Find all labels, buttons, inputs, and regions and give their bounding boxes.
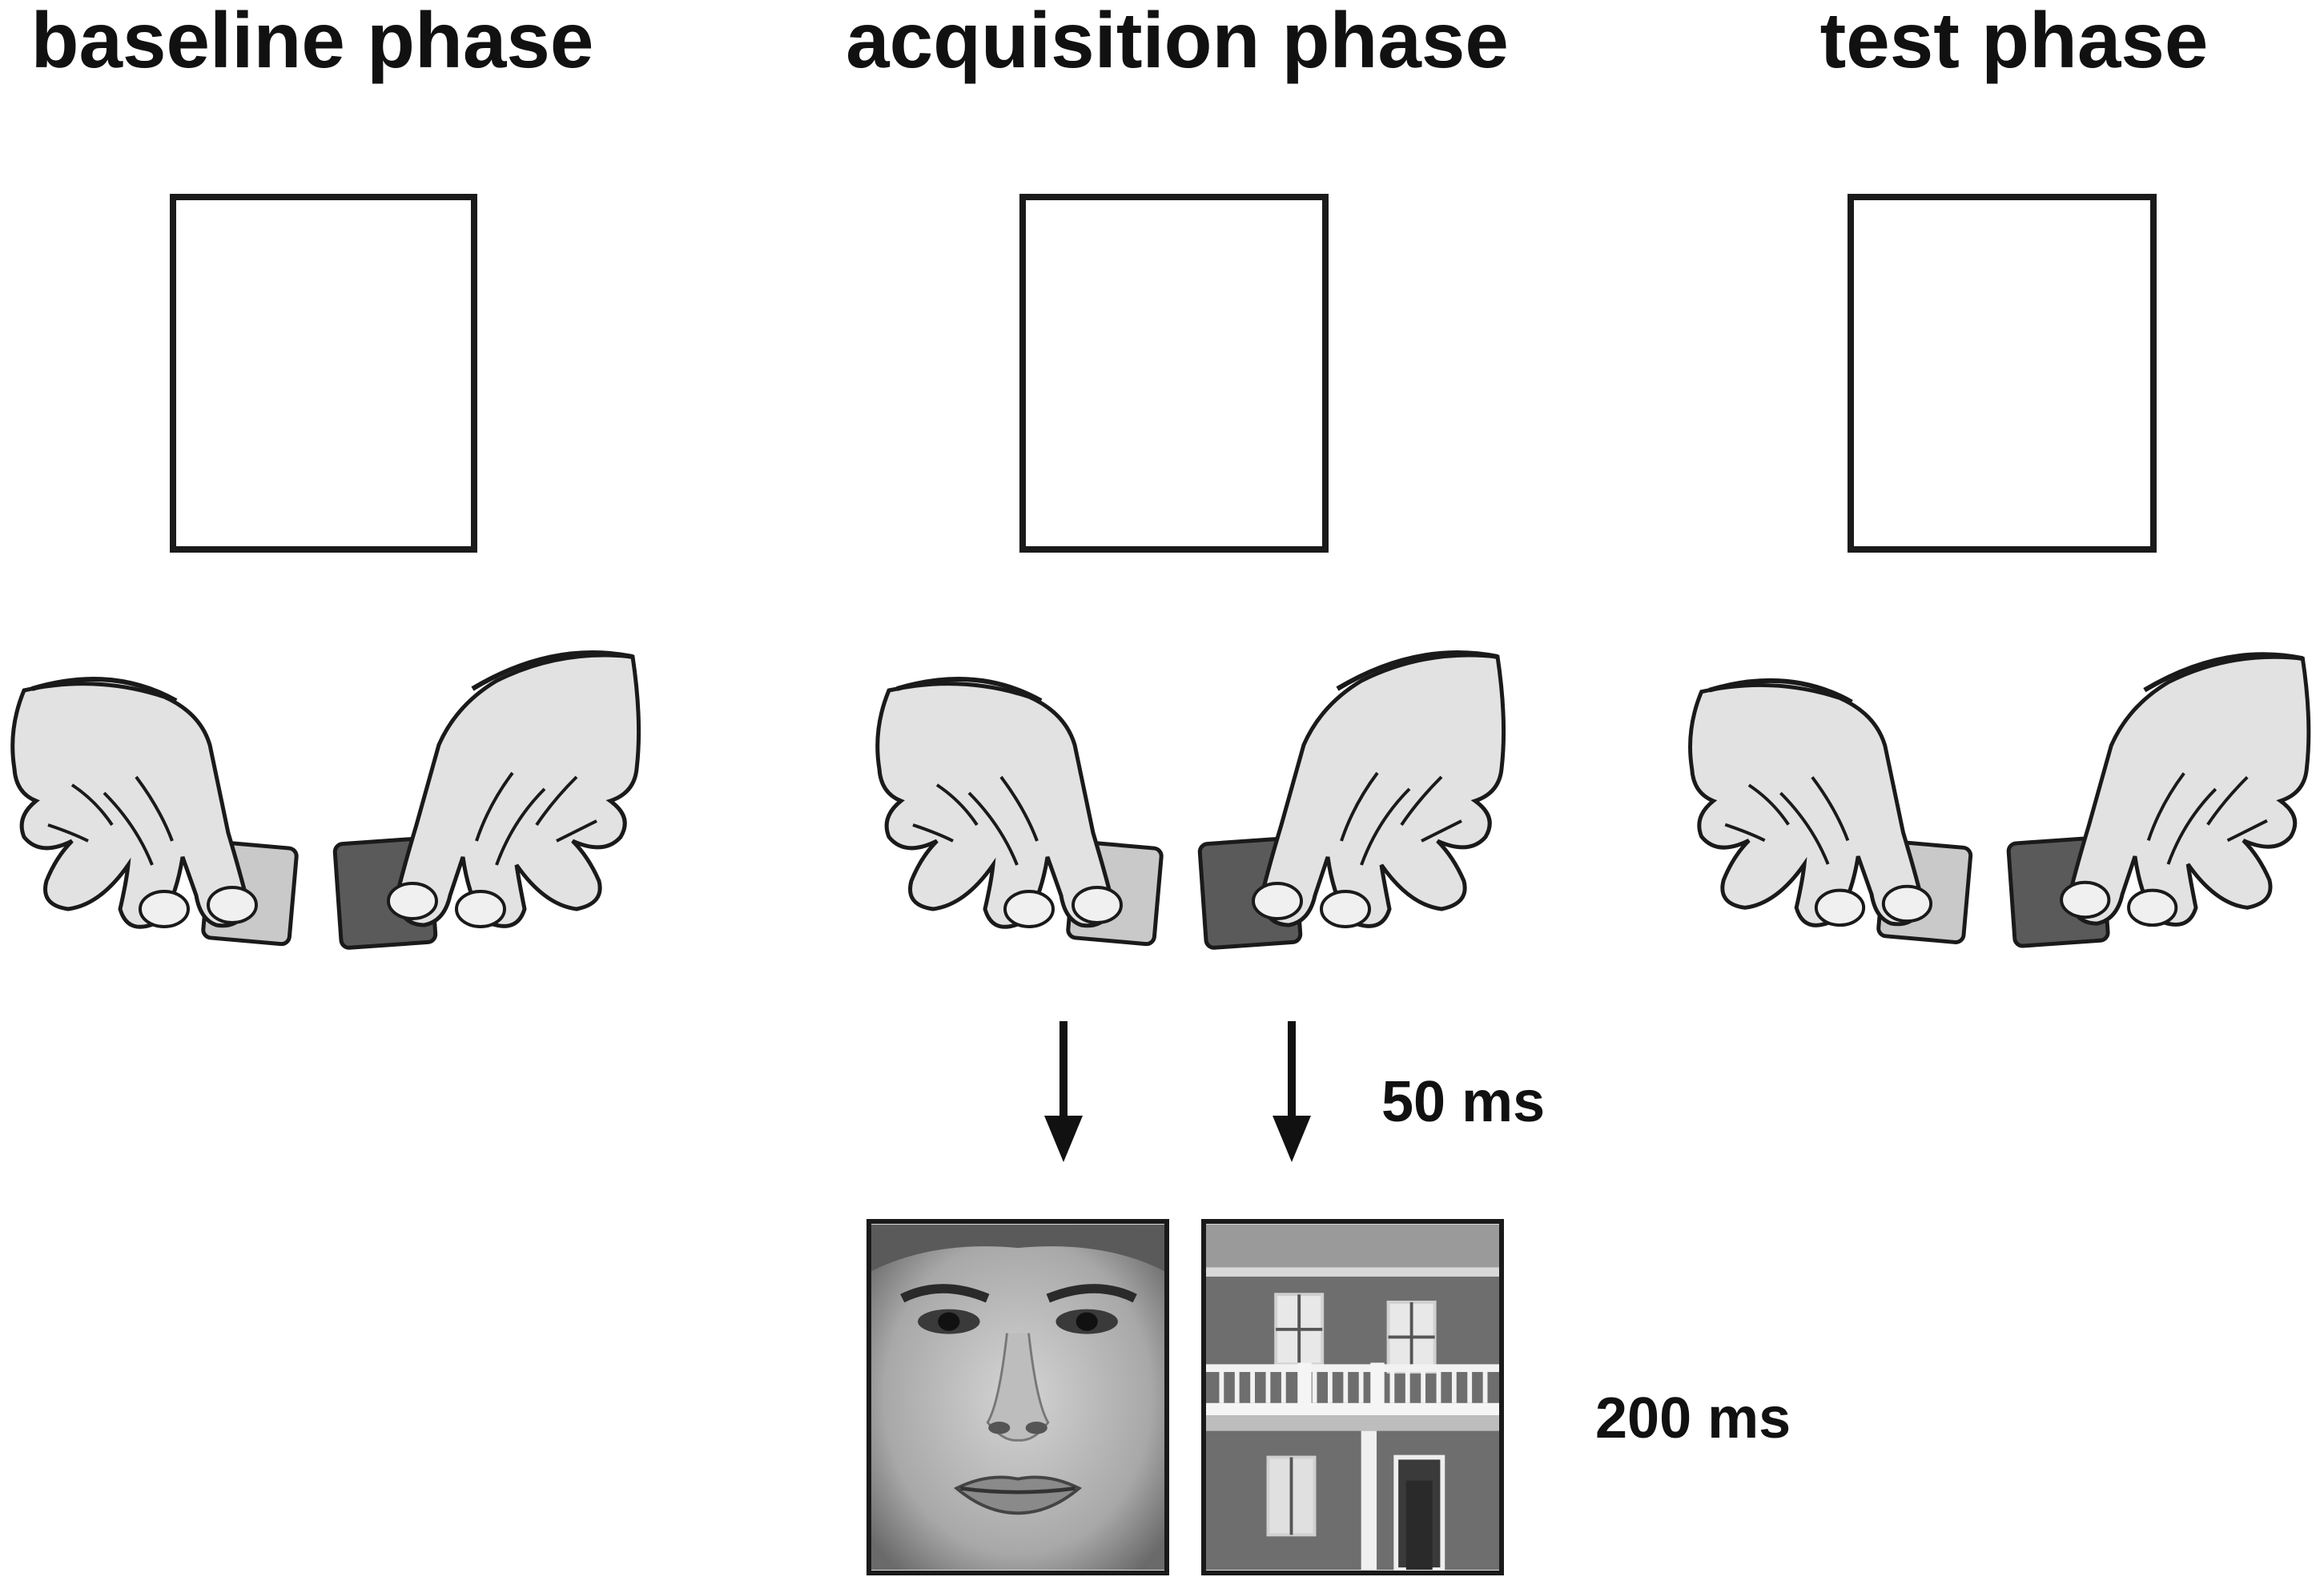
right-hand-pressing-button-icon: [1197, 650, 1506, 950]
down-arrow-icon: [1273, 1021, 1311, 1162]
screen-test: [1848, 194, 2157, 553]
timing-label-200ms: 200 ms: [1595, 1386, 1791, 1450]
screen-baseline: [170, 194, 477, 553]
timing-label-50ms: 50 ms: [1381, 1070, 1546, 1134]
left-hand-pressing-button-icon: [875, 677, 1164, 947]
hands-acquisition: [875, 650, 1506, 950]
phase-title-acquisition: acquisition phase: [846, 0, 1509, 84]
phase-title-test: test phase: [1819, 0, 2209, 84]
hands-baseline: [10, 650, 641, 950]
down-arrow-icon: [1044, 1021, 1083, 1162]
right-hand-pressing-button-icon: [2006, 652, 2311, 948]
right-hand-pressing-button-icon: [332, 650, 641, 950]
house-stimulus-image: [1201, 1219, 1504, 1575]
phase-title-baseline: baseline phase: [30, 0, 594, 84]
left-hand-pressing-button-icon: [1688, 678, 1973, 944]
face-stimulus-image: [866, 1219, 1169, 1575]
left-hand-pressing-button-icon: [10, 677, 299, 947]
screen-acquisition: [1019, 194, 1329, 553]
hands-test: [1688, 652, 2311, 948]
